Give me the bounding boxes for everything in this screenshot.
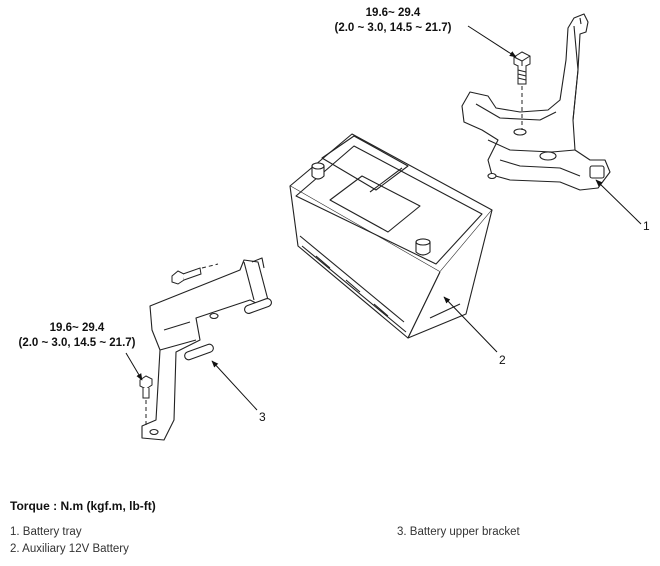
tray-bolt-drawing: [513, 51, 531, 130]
torque-top-line2: (2.0 ~ 3.0, 14.5 ~ 21.7): [334, 22, 452, 34]
torque-left-line2: (2.0 ~ 3.0, 14.5 ~ 21.7): [18, 337, 136, 349]
torque-units-heading: Torque : N.m (kgf.m, lb-ft): [10, 499, 156, 513]
callout-2: 2: [499, 353, 506, 367]
torque-left-line1: 19.6~ 29.4: [49, 322, 105, 334]
legend-item-battery-tray: 1. Battery tray: [10, 526, 82, 538]
battery-tray-drawing: [461, 13, 611, 191]
torque-top-line1: 19.6~ 29.4: [365, 7, 421, 19]
bracket-bolts-drawing: [139, 263, 219, 428]
legend-item-auxiliary-battery: 2. Auxiliary 12V Battery: [10, 543, 129, 555]
legend-item-upper-bracket: 3. Battery upper bracket: [397, 526, 520, 538]
torque-spec-left: 19.6~ 29.4 (2.0 ~ 3.0, 14.5 ~ 21.7): [2, 321, 152, 351]
torque-spec-top: 19.6~ 29.4 (2.0 ~ 3.0, 14.5 ~ 21.7): [318, 6, 468, 36]
battery-drawing: [289, 133, 493, 339]
exploded-assembly-diagram: [125, 13, 642, 441]
leader-lines: [125, 25, 642, 411]
upper-bracket-drawing: [141, 257, 272, 441]
callout-1: 1: [643, 219, 650, 233]
callout-3: 3: [259, 410, 266, 424]
